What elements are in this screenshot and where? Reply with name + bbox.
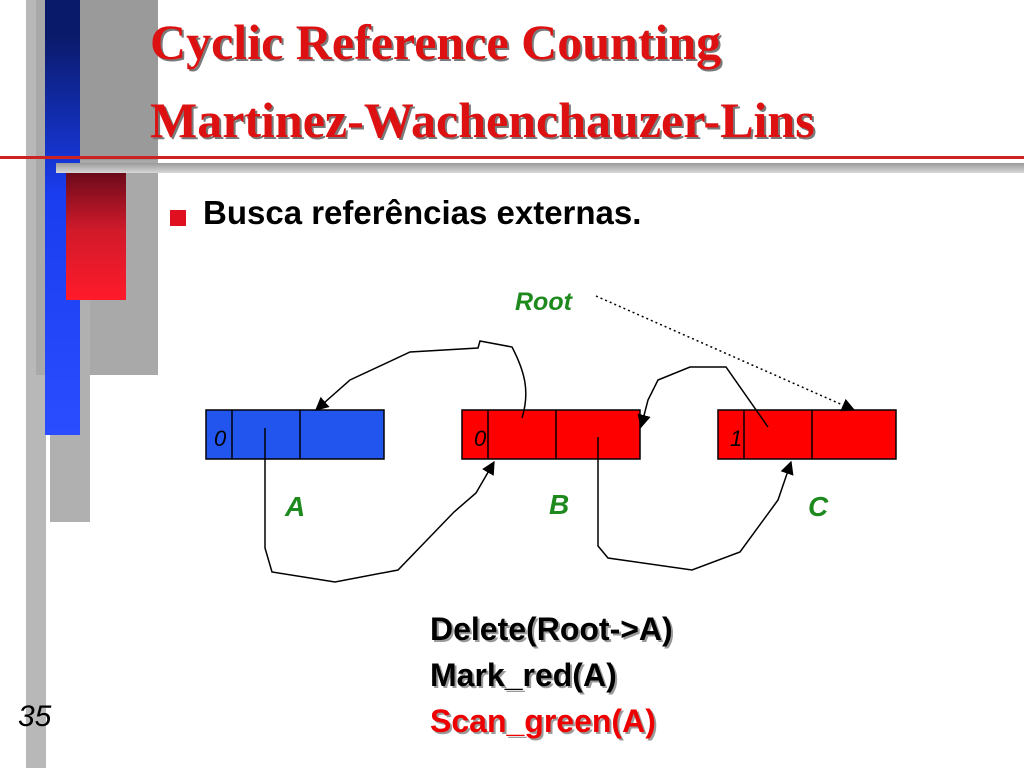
node-a: 0 [205,409,385,460]
command-delete: Delete(Root->A) [430,611,673,647]
page-number: 35 [18,700,52,733]
decor-gray-bar-3 [80,0,158,160]
node-a-count: 0 [214,426,227,451]
node-c: 1 [717,409,897,460]
b-to-a-pointer [314,340,527,419]
a-to-b-pointer [264,428,495,583]
root-label: Root [515,288,574,316]
bullet-marker [170,210,186,226]
slide-title-line-1: Cyclic Reference Counting [150,14,722,70]
bullet-text: Busca referências externas. [203,194,642,231]
title-divider [0,156,1024,159]
slide-title-line-2: Martinez-Wachenchauzer-Lins [150,92,815,148]
command-scan-green: Scan_green(A) [430,703,656,739]
node-c-label: C [808,491,829,522]
root-to-c-pointer [595,295,856,412]
b-to-c-pointer [597,437,794,571]
node-b-count: 0 [474,426,487,451]
node-b: 0 [461,409,641,460]
decor-red-block [66,172,126,300]
node-b-label: B [549,489,569,520]
node-c-count: 1 [730,426,742,451]
decor-bars [0,0,160,768]
c-to-b-pointer [637,366,769,429]
node-a-label: A [284,491,305,522]
command-mark-red: Mark_red(A) [430,657,617,693]
title-divider-shadow [56,163,1024,173]
